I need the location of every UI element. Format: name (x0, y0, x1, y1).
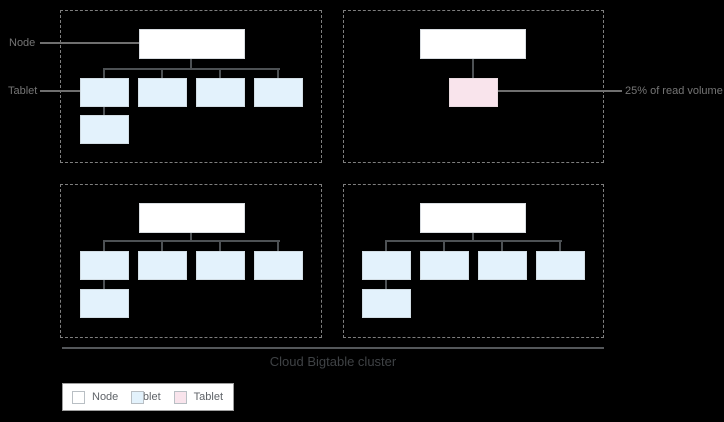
connector-line (277, 68, 279, 78)
node-box (420, 29, 526, 59)
legend-label: Node (92, 391, 119, 403)
connector-line (103, 280, 105, 289)
connector-line (161, 68, 163, 78)
cluster-boundary-line (62, 347, 604, 349)
connector-line (443, 240, 445, 251)
node-group-3 (60, 184, 322, 338)
node-pointer-line (40, 42, 139, 44)
connector-line (103, 68, 105, 78)
legend-item-hot-tablet: Tablet (173, 390, 224, 404)
connector-line (103, 68, 280, 70)
tablet-box (80, 251, 129, 280)
node-swatch-icon (72, 390, 85, 404)
diagram-caption: Cloud Bigtable cluster (269, 354, 397, 369)
tablet-box (138, 78, 187, 107)
legend-label: Tablet (193, 391, 224, 403)
connector-line (501, 240, 503, 251)
tablet-swatch-icon (131, 390, 145, 404)
tablet-box (80, 115, 129, 144)
tablet-box (254, 251, 303, 280)
connector-line (385, 280, 387, 289)
tablet-box (254, 78, 303, 107)
legend-item-node: Node (72, 390, 119, 404)
connector-line (559, 240, 561, 251)
connector-line (219, 240, 221, 251)
connector-line (219, 68, 221, 78)
connector-line (161, 240, 163, 251)
tablet-pointer-line (40, 90, 80, 92)
node-annotation-label: Node (9, 37, 36, 49)
tablet-box (420, 251, 469, 280)
tablet-box (536, 251, 585, 280)
connector-line (472, 233, 474, 242)
node-group-2 (343, 10, 604, 163)
tablet-box (196, 78, 245, 107)
node-box (139, 29, 245, 59)
read-volume-annotation-label: 25% of read volume (625, 85, 723, 97)
read-volume-pointer-line (498, 90, 622, 92)
connector-line (190, 59, 192, 70)
connector-line (472, 59, 474, 78)
tablet-box (478, 251, 527, 280)
tablet-box (80, 78, 129, 107)
tablet-annotation-label: Tablet (8, 85, 38, 97)
connector-line (190, 233, 192, 242)
legend: Node Tablet Tablet (62, 383, 234, 411)
tablet-box (362, 251, 411, 280)
node-group-4 (343, 184, 604, 338)
tablet-box (196, 251, 245, 280)
connector-line (277, 240, 279, 251)
hot-tablet-swatch-icon (173, 390, 187, 404)
connector-line (103, 240, 280, 242)
legend-item-tablet: Tablet (131, 390, 161, 404)
node-box (139, 203, 245, 233)
connector-line (103, 240, 105, 251)
tablet-box (80, 289, 129, 318)
tablet-box (138, 251, 187, 280)
tablet-box (362, 289, 411, 318)
hot-tablet-box (449, 78, 498, 107)
connector-line (103, 107, 105, 115)
connector-line (385, 240, 562, 242)
connector-line (385, 240, 387, 251)
node-group-1 (60, 10, 322, 163)
node-box (420, 203, 526, 233)
